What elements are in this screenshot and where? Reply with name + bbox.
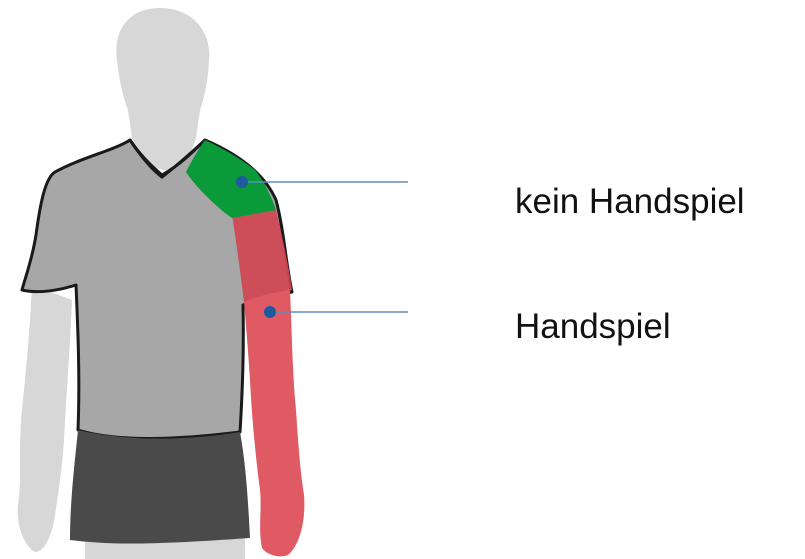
label-no-handball: kein Handspiel [515, 184, 745, 219]
marker-dot-handball [264, 306, 276, 318]
left-arm-silhouette [18, 285, 72, 552]
marker-dot-no-handball [236, 176, 248, 188]
handball-zone-lower [244, 290, 304, 556]
shorts [70, 430, 250, 544]
label-handball: Handspiel [515, 309, 671, 344]
